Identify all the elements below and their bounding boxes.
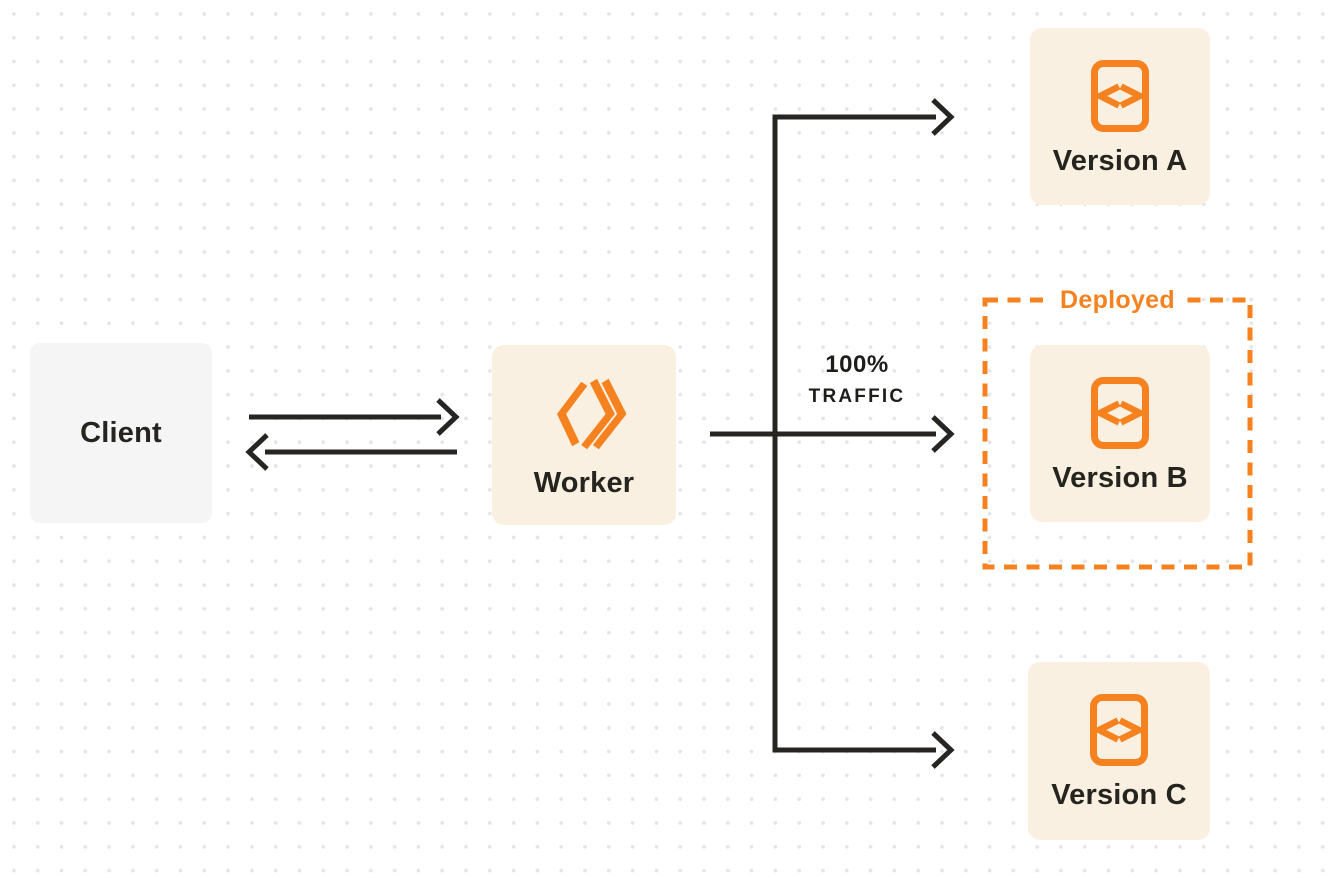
traffic-percentage: 100%	[825, 351, 889, 378]
traffic-annotation: 100% TRAFFIC	[788, 351, 926, 408]
cloudflare-workers-icon	[545, 377, 627, 451]
edge-branch-trunk	[772, 114, 936, 753]
version-c-node: Version C	[1028, 662, 1210, 840]
client-node: Client	[30, 343, 212, 523]
arrowhead-worker-to-client	[245, 433, 269, 471]
version-a-label: Version A	[1052, 144, 1188, 177]
worker-label: Worker	[533, 466, 635, 499]
code-file-icon	[1091, 59, 1149, 132]
code-file-icon	[1091, 376, 1149, 449]
arrowhead-to-version-c	[931, 731, 955, 769]
arrowhead-to-version-a	[931, 98, 955, 136]
version-c-label: Version C	[1051, 779, 1187, 811]
version-a-node: Version A	[1030, 28, 1210, 205]
worker-node: Worker	[492, 345, 676, 525]
code-file-icon	[1090, 694, 1148, 766]
traffic-word: TRAFFIC	[808, 386, 906, 407]
deployed-badge: Deployed	[985, 283, 1250, 317]
client-label: Client	[80, 416, 162, 449]
version-b-node: Version B	[1030, 345, 1210, 522]
deployed-badge-label: Deployed	[1050, 283, 1185, 317]
version-b-label: Version B	[1052, 461, 1188, 494]
arrowhead-client-to-worker	[436, 398, 460, 436]
arrowhead-to-version-b	[931, 415, 955, 453]
